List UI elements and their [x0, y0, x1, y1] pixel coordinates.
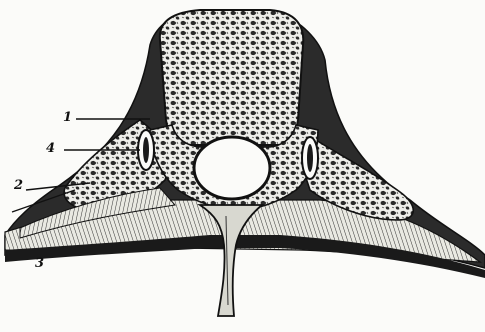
- vertebral-body: [160, 10, 303, 145]
- label-1: 1: [63, 110, 72, 125]
- label-2: 2: [14, 178, 23, 193]
- label-3: 3: [35, 256, 44, 271]
- spinal-canal: [194, 137, 270, 199]
- label-4: 4: [46, 141, 55, 156]
